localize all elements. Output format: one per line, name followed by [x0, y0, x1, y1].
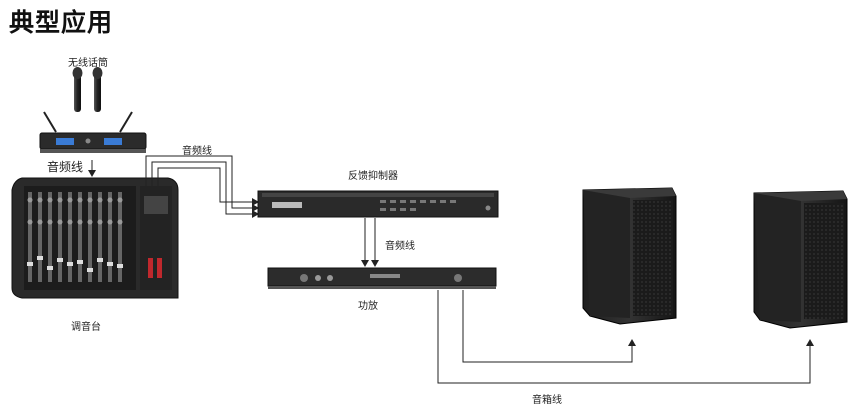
wire-mixer-to-suppressor-a — [145, 155, 259, 212]
feedback-suppressor-label: 反馈抑制器 — [348, 171, 398, 182]
amplifier-device — [267, 267, 497, 289]
wire-mixer-to-suppressor-c — [157, 167, 259, 206]
mixer-label: 调音台 — [71, 322, 101, 333]
page-title: 典型应用 — [9, 8, 114, 37]
cable-label-mic-to-mixer: 音频线 — [47, 160, 84, 174]
amplifier-label: 功放 — [358, 301, 378, 312]
wire-amp-to-speaker-left — [462, 290, 636, 363]
cable-label-amp-to-speakers: 音箱线 — [532, 395, 562, 406]
cable-label-mixer-to-suppressor: 音频线 — [182, 146, 212, 157]
mixer-console — [11, 177, 179, 299]
wire-amp-to-speaker-right — [437, 290, 814, 384]
cable-label-suppressor-to-amp: 音频线 — [385, 241, 415, 252]
wire-mixer-to-suppressor-b — [151, 161, 259, 218]
speaker-right — [753, 190, 848, 329]
wireless-mic-label: 无线话筒 — [68, 58, 108, 69]
feedback-suppressor-device — [257, 190, 499, 218]
speaker-left — [582, 187, 677, 325]
wireless-mic-receiver — [39, 67, 147, 153]
